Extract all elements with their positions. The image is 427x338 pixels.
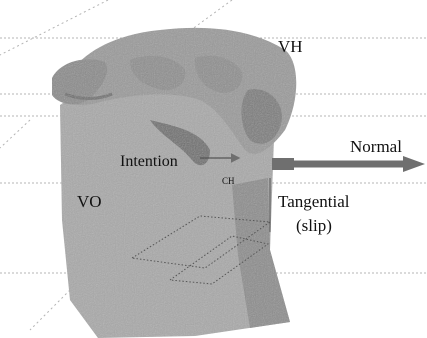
label-normal: Normal: [350, 137, 402, 156]
label-ch: CH: [222, 176, 235, 186]
label-intention: Intention: [120, 153, 178, 170]
guide-diagonal: [30, 290, 70, 330]
normal-arrow: [272, 156, 425, 172]
guide-diagonal: [0, 0, 108, 55]
normal-arrow-head: [403, 156, 425, 172]
label-vo: VO: [77, 192, 102, 211]
guide-diagonal: [0, 120, 30, 148]
label-slip: (slip): [296, 216, 332, 235]
label-vh: VH: [278, 37, 303, 56]
label-tangential: Tangential: [278, 192, 350, 211]
